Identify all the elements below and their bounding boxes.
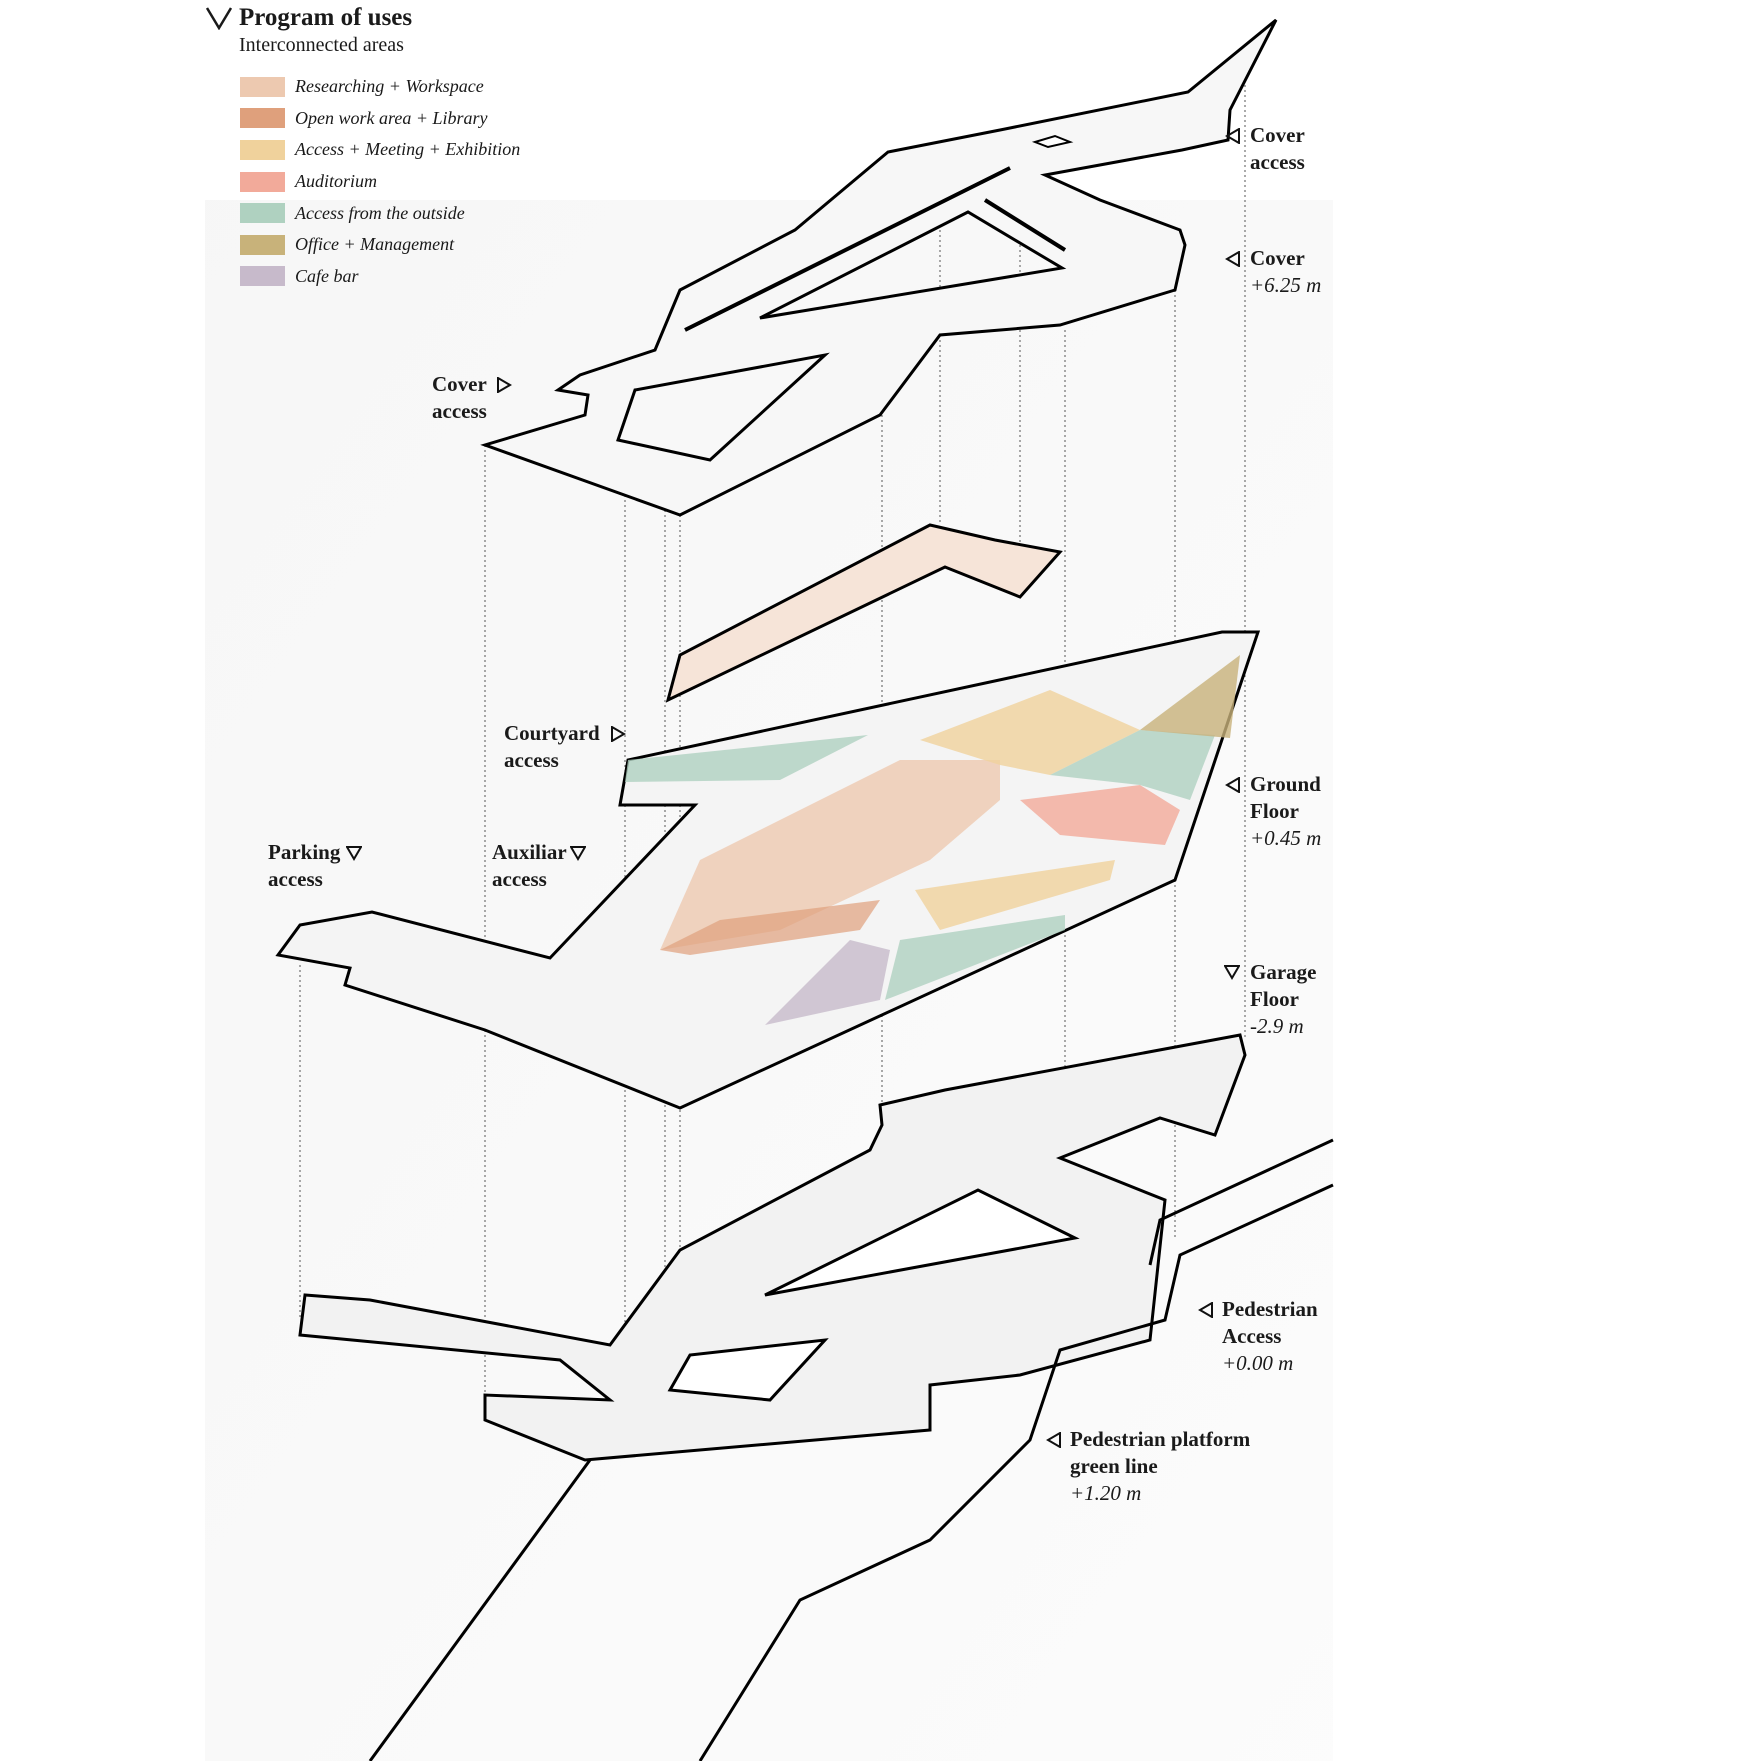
zone-access-outside-3: [885, 915, 1065, 1000]
zone-cafe: [765, 940, 890, 1025]
legend-item: Open work area + Library: [240, 103, 520, 135]
street-platform: [368, 1138, 1334, 1761]
zone-auditorium: [1020, 785, 1180, 845]
legend-item: Auditorium: [240, 166, 520, 198]
legend-label: Access + Meeting + Exhibition: [295, 139, 521, 160]
triangle-down-icon: [346, 846, 362, 861]
legend-swatch: [240, 203, 285, 224]
legend-label: Office + Management: [295, 234, 455, 255]
legend-item: Cafe bar: [240, 261, 520, 293]
legend-swatch: [240, 139, 285, 160]
legend-swatch: [240, 171, 285, 192]
legend-item: Office + Management: [240, 229, 520, 261]
triangle-right-icon: [497, 377, 512, 393]
zone-access-meeting: [920, 690, 1140, 775]
legend-subtitle: Interconnected areas: [239, 34, 404, 56]
chevron-down-icon: [205, 7, 233, 30]
garage-level: [298, 1033, 1247, 1462]
legend-swatch: [240, 234, 285, 255]
zone-access-outside-2: [1050, 730, 1215, 800]
legend-swatch: [240, 108, 285, 129]
legend-item: Access from the outside: [240, 197, 520, 229]
legend-item: Access + Meeting + Exhibition: [240, 134, 520, 166]
ground-floor-level: [275, 630, 1261, 1110]
zone-access-meeting-2: [915, 860, 1115, 930]
legend-label: Open work area + Library: [295, 107, 488, 128]
cover-level: [480, 18, 1278, 517]
legend-label: Auditorium: [295, 171, 378, 192]
upper-floor-strip: [665, 523, 1063, 703]
triangle-left-icon: [1225, 128, 1240, 144]
triangle-left-icon: [1046, 1432, 1061, 1448]
triangle-down-icon: [1224, 965, 1240, 980]
zone-office: [1140, 655, 1240, 738]
legend-label: Researching + Workspace: [295, 76, 484, 97]
triangle-left-icon: [1198, 1302, 1213, 1318]
triangle-left-icon: [1225, 777, 1240, 793]
zone-access-outside: [625, 735, 868, 782]
legend-label: Cafe bar: [295, 265, 359, 286]
triangle-left-icon: [1225, 251, 1240, 267]
legend-title: Program of uses: [239, 4, 413, 31]
legend-swatch: [240, 266, 285, 287]
zone-researching: [660, 760, 1000, 950]
legend-swatch: [240, 76, 285, 97]
legend: Program of uses Interconnected areas Res…: [205, 4, 520, 292]
triangle-down-icon: [570, 846, 586, 861]
triangle-right-icon: [611, 726, 626, 742]
label-cover: Cover+6.25 m: [1250, 246, 1322, 297]
zone-open-work: [660, 900, 880, 955]
legend-item: Researching + Workspace: [240, 71, 520, 103]
legend-label: Access from the outside: [295, 202, 465, 223]
